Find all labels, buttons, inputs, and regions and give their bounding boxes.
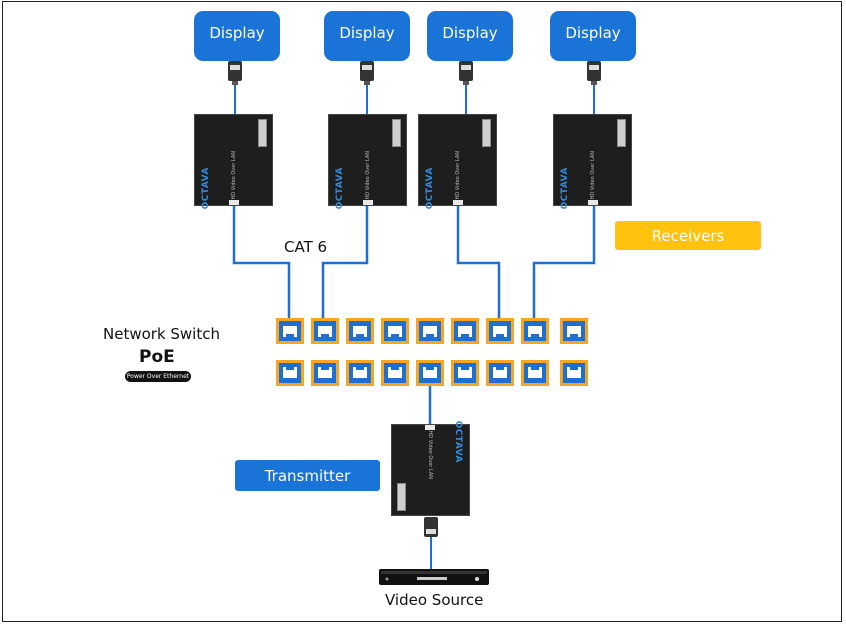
device-model-text: HD Video Over LAN bbox=[590, 151, 596, 200]
switch-ports-top bbox=[276, 318, 588, 344]
poe-badge: Power Over Ethernet bbox=[125, 371, 191, 382]
device-sticker bbox=[617, 119, 626, 147]
ethernet-port-icon bbox=[486, 318, 514, 344]
device-sticker bbox=[392, 119, 401, 147]
receiver-device-icon: OCTAVA HD Video Over LAN bbox=[328, 114, 407, 210]
display-box-2: Display bbox=[324, 11, 410, 61]
ethernet-port-icon bbox=[451, 360, 479, 386]
device-model-text: HD Video Over LAN bbox=[455, 151, 461, 200]
ethernet-port-icon bbox=[346, 360, 374, 386]
device-brand: OCTAVA bbox=[425, 167, 435, 210]
ethernet-port-icon bbox=[416, 318, 444, 344]
ethernet-port-icon bbox=[381, 360, 409, 386]
cat6-cable-4 bbox=[532, 205, 596, 322]
device-model-text: HD Video Over LAN bbox=[365, 151, 371, 200]
cat6-cable-1 bbox=[232, 205, 291, 322]
ethernet-port-icon bbox=[521, 318, 549, 344]
ethernet-port-icon bbox=[229, 200, 239, 205]
cat6-cable-2 bbox=[321, 205, 369, 322]
device-model-text: HD Video Over LAN bbox=[231, 151, 237, 200]
ethernet-port-icon bbox=[363, 200, 373, 205]
ethernet-port-icon bbox=[311, 318, 339, 344]
device-sticker bbox=[397, 483, 406, 511]
display-box-3: Display bbox=[427, 11, 513, 61]
device-sticker bbox=[258, 119, 267, 147]
device-sticker bbox=[482, 119, 491, 147]
transmitter-device-icon: OCTAVA HD Video Over LAN bbox=[391, 420, 470, 516]
device-brand: OCTAVA bbox=[201, 167, 211, 210]
device-brand: OCTAVA bbox=[335, 167, 345, 210]
display-box-1: Display bbox=[194, 11, 280, 61]
receiver-device-icon: OCTAVA HD Video Over LAN bbox=[553, 114, 632, 210]
ethernet-port-icon bbox=[486, 360, 514, 386]
hdmi-connector-icon bbox=[587, 61, 601, 85]
receiver-device-icon: OCTAVA HD Video Over LAN bbox=[418, 114, 497, 210]
device-model-text: HD Video Over LAN bbox=[427, 430, 433, 479]
hdmi-connector-icon bbox=[360, 61, 374, 85]
cable-label: CAT 6 bbox=[284, 238, 328, 256]
ethernet-port-icon bbox=[588, 200, 598, 205]
ethernet-port-icon bbox=[521, 360, 549, 386]
hdmi-connector-icons bbox=[228, 61, 601, 537]
hdmi-connector-icon bbox=[459, 61, 473, 85]
display-box-4: Display bbox=[550, 11, 636, 61]
ethernet-port-icon bbox=[346, 318, 374, 344]
ethernet-port-icon bbox=[453, 200, 463, 205]
ethernet-port-icon bbox=[416, 360, 444, 386]
ethernet-port-icon bbox=[381, 318, 409, 344]
transmitter-label: Transmitter bbox=[235, 460, 380, 491]
ethernet-port-icon bbox=[425, 425, 435, 430]
ethernet-port-icon bbox=[451, 318, 479, 344]
ethernet-port-icon bbox=[560, 360, 588, 386]
ethernet-port-icon bbox=[311, 360, 339, 386]
receiver-device-icon: OCTAVA HD Video Over LAN bbox=[194, 114, 273, 210]
device-brand: OCTAVA bbox=[560, 167, 570, 210]
device-brand: OCTAVA bbox=[453, 420, 463, 463]
video-source-label: Video Source bbox=[385, 591, 484, 609]
hdmi-connector-icon bbox=[228, 61, 242, 85]
switch-ports-bottom bbox=[276, 360, 588, 386]
receivers-label: Receivers bbox=[615, 221, 761, 250]
hdmi-connector-icon bbox=[424, 517, 438, 537]
video-source-player-icon bbox=[379, 569, 489, 585]
cat6-cables bbox=[232, 205, 596, 425]
ethernet-port-icon bbox=[560, 318, 588, 344]
ethernet-port-icon bbox=[276, 318, 304, 344]
ethernet-port-icon bbox=[276, 360, 304, 386]
cat6-cable-3 bbox=[456, 205, 501, 322]
network-switch-label: Network Switch bbox=[103, 325, 220, 343]
poe-label: PoE bbox=[139, 347, 175, 367]
hdmi-cables bbox=[234, 80, 595, 570]
